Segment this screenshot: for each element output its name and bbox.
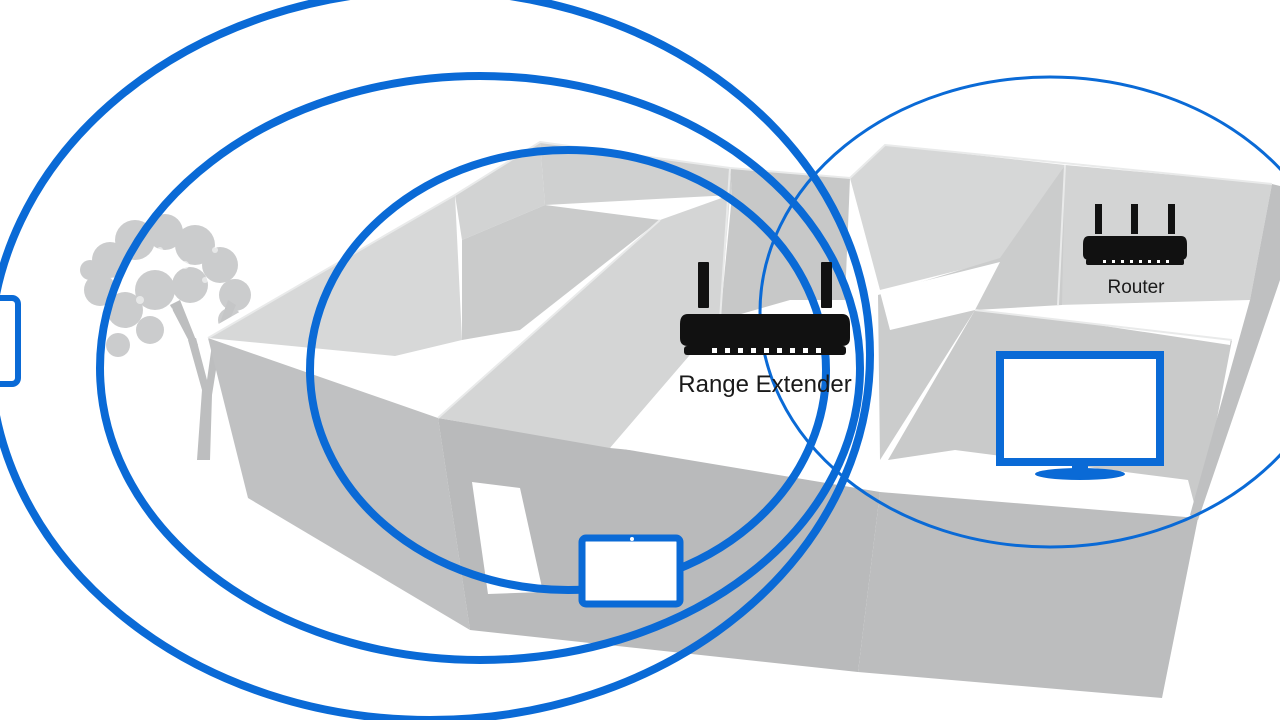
smartphone-icon xyxy=(0,295,21,387)
back-wall-right-b xyxy=(1058,165,1272,305)
tablet-icon xyxy=(578,534,684,608)
front-wall-right xyxy=(858,492,1198,698)
front-wall-left xyxy=(208,338,470,630)
extender-signal-ring-outer xyxy=(0,0,874,720)
wifi-router-icon xyxy=(680,262,850,355)
router-label: Router xyxy=(1107,277,1165,298)
router-device xyxy=(1083,204,1187,265)
extender-signal-ring-inner xyxy=(306,146,830,594)
room-wall-c xyxy=(462,205,660,340)
back-wall-right-a xyxy=(850,145,1065,290)
router-signal-ring xyxy=(758,75,1280,549)
wifi-router-icon xyxy=(1083,204,1187,265)
room-wall-b xyxy=(540,142,732,205)
house-floorplan xyxy=(207,140,1280,700)
monitor-icon xyxy=(996,351,1164,480)
outer-wall-right xyxy=(1190,184,1280,520)
room-wall-a xyxy=(455,142,545,240)
front-door xyxy=(472,482,543,594)
partition-wall-3 xyxy=(878,165,1065,460)
range-extender-device xyxy=(680,262,850,355)
extender-signal-ring-middle xyxy=(96,72,864,664)
range-extender-label: Range Extender xyxy=(678,371,851,398)
partition-wall-1 xyxy=(438,195,730,448)
partition-wall-2 xyxy=(720,168,850,320)
